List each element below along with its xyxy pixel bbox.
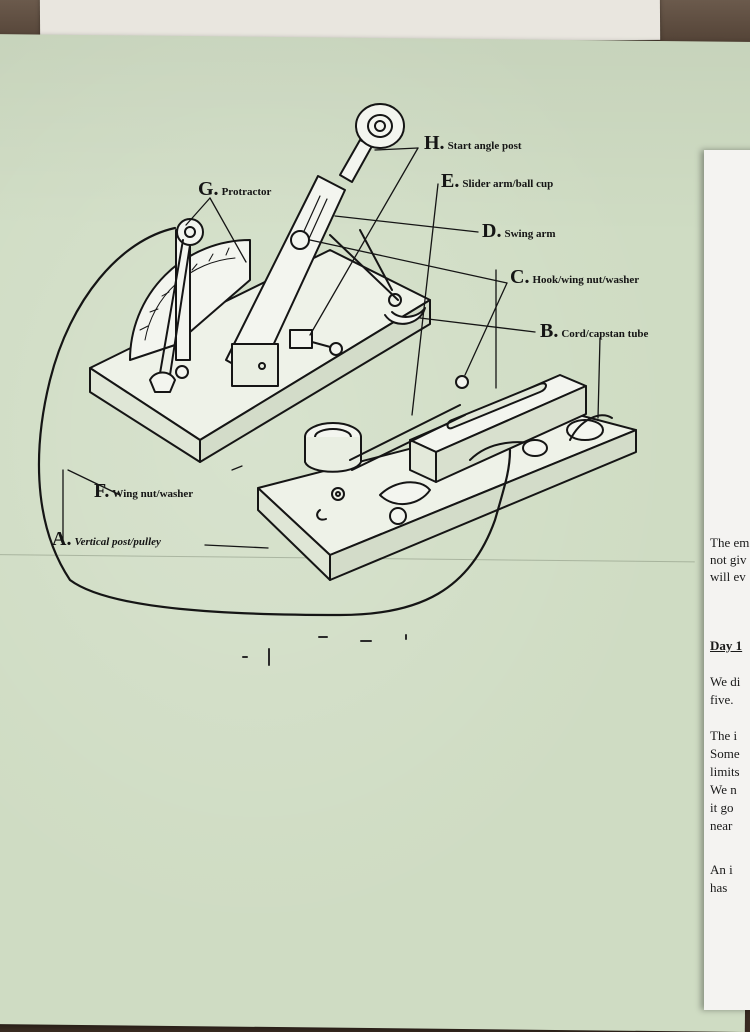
- label-letter: F.: [94, 480, 110, 502]
- doc-line: The i: [710, 728, 738, 743]
- label-E: E.Slider arm/ball cup: [441, 170, 553, 193]
- doc-line: not giv: [710, 552, 747, 567]
- label-F: F.Wing nut/washer: [94, 480, 193, 503]
- start-angle-post: [339, 103, 405, 183]
- label-letter: B.: [540, 320, 559, 342]
- doc-line: five.: [710, 692, 734, 707]
- label-G: G.Protractor: [198, 178, 271, 201]
- label-letter: C.: [510, 266, 530, 288]
- ink-smudge: [318, 636, 328, 638]
- capstan-tube: [316, 375, 613, 525]
- ink-smudge: [242, 656, 248, 658]
- label-text: Vertical post/pulley: [74, 536, 161, 548]
- label-A: A.Vertical post/pulley: [52, 528, 161, 551]
- doc-line: We di: [710, 674, 741, 689]
- label-text: Cord/capstan tube: [561, 328, 649, 340]
- leader-lines: [62, 147, 601, 549]
- vertical-post-pulley: [157, 218, 204, 389]
- label-letter: A.: [52, 528, 72, 550]
- right-document-sheet: The em not giv will ev Day 1 We di five.…: [704, 150, 750, 1010]
- label-letter: E.: [441, 170, 460, 192]
- doc-line: near: [710, 818, 733, 833]
- hook-wing-nut-left: [289, 229, 426, 356]
- doc-line: An i: [710, 862, 733, 877]
- label-H: H.Start angle post: [424, 132, 522, 155]
- label-letter: D.: [482, 220, 502, 242]
- swing-arm-drawing: [225, 175, 346, 387]
- ink-smudge: [405, 634, 407, 640]
- label-letter: H.: [424, 132, 445, 154]
- label-text: Hook/wing nut/washer: [532, 274, 640, 286]
- label-C: C.Hook/wing nut/washer: [510, 266, 639, 289]
- label-text: Swing arm: [504, 228, 556, 240]
- label-text: Protractor: [221, 186, 272, 198]
- label-D: D.Swing arm: [482, 220, 555, 243]
- long-cord-loop: [37, 226, 512, 617]
- ink-smudge: [268, 648, 270, 666]
- doc-line: Some: [710, 746, 740, 761]
- doc-line: has: [710, 880, 728, 895]
- label-text: Start angle post: [447, 140, 522, 152]
- doc-heading: Day 1: [710, 638, 743, 653]
- doc-line: it go: [710, 800, 734, 815]
- label-B: B.Cord/capstan tube: [540, 320, 648, 343]
- trebuchet-diagram: [37, 103, 637, 617]
- doc-line: The em: [710, 535, 750, 550]
- label-text: Slider arm/ball cup: [462, 178, 554, 190]
- doc-line: We n: [710, 782, 737, 797]
- ball-cup: [304, 422, 362, 473]
- label-letter: G.: [198, 178, 219, 200]
- ink-smudge: [360, 640, 372, 642]
- wing-nut-left-front: [149, 365, 189, 393]
- doc-line: limits: [710, 764, 740, 779]
- label-text: Wing nut/washer: [112, 488, 194, 500]
- doc-line: will ev: [710, 569, 746, 584]
